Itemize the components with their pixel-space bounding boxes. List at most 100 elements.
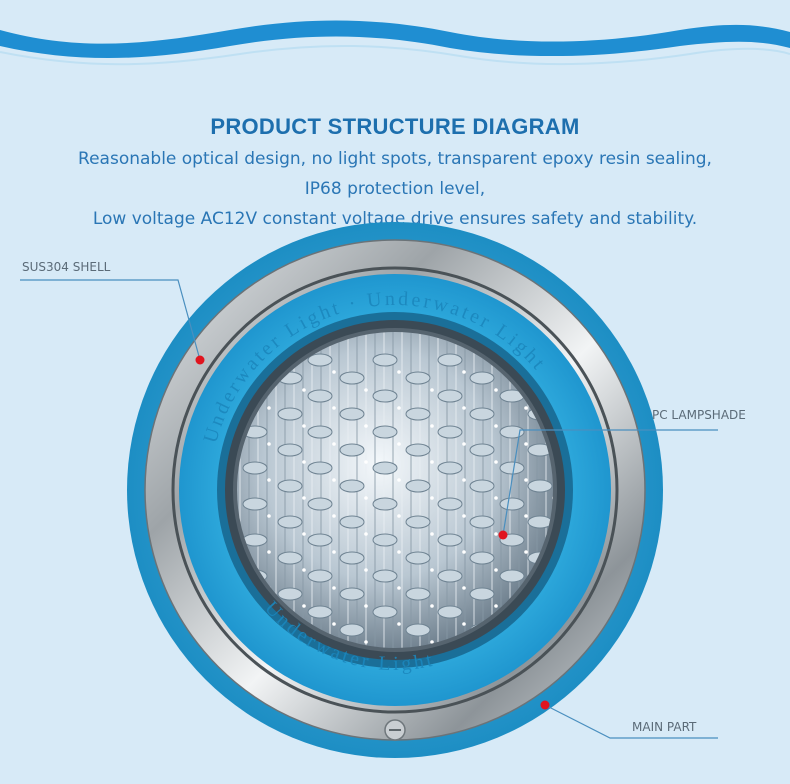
led-lens (277, 551, 303, 565)
main-part-marker (540, 700, 550, 710)
led-chip (397, 586, 401, 590)
led-lens (242, 461, 268, 475)
led-chip (397, 622, 401, 626)
led-chip (462, 478, 466, 482)
led-chip (430, 424, 434, 428)
led-chip (397, 478, 401, 482)
led-lens (437, 461, 463, 475)
led-chip (332, 478, 336, 482)
diagram-title: PRODUCT STRUCTURE DIAGRAM (210, 114, 580, 139)
led-chip (332, 406, 336, 410)
led-lens (277, 515, 303, 529)
led-chip (430, 568, 434, 572)
led-chip (332, 442, 336, 446)
led-lens (339, 551, 365, 565)
led-lens (469, 371, 495, 385)
led-chip (397, 370, 401, 374)
led-chip (430, 496, 434, 500)
led-chip (302, 496, 306, 500)
led-lens (527, 515, 553, 529)
led-lens (277, 479, 303, 493)
led-lens (405, 371, 431, 385)
led-lens (307, 605, 333, 619)
led-chip (302, 460, 306, 464)
led-chip (494, 460, 498, 464)
led-chip (430, 640, 434, 644)
led-lens (437, 569, 463, 583)
led-lens (469, 407, 495, 421)
led-lens (339, 407, 365, 421)
wave-header (0, 20, 790, 66)
led-chip (462, 406, 466, 410)
lampshade-leader-line (502, 429, 718, 536)
led-lens (499, 461, 525, 475)
led-chip (397, 550, 401, 554)
led-chip (462, 514, 466, 518)
led-lens (405, 443, 431, 457)
lampshade-marker (498, 530, 508, 540)
led-lens (307, 353, 333, 367)
led-chip (267, 550, 271, 554)
led-chip (430, 388, 434, 392)
shell-leader-line (20, 279, 201, 361)
led-chip (332, 550, 336, 554)
led-chip (462, 550, 466, 554)
led-lens (405, 407, 431, 421)
led-chip (302, 424, 306, 428)
led-lens (372, 533, 398, 547)
led-lens (437, 605, 463, 619)
led-lens (242, 533, 268, 547)
main-part-leader-line (544, 704, 718, 739)
led-chip (267, 442, 271, 446)
led-chip (364, 568, 368, 572)
led-lens (405, 587, 431, 601)
callout-pc-lampshade: PC LAMPSHADE (652, 408, 746, 422)
led-lens (437, 425, 463, 439)
led-lens (372, 461, 398, 475)
led-lens (339, 443, 365, 457)
led-chip (494, 604, 498, 608)
led-lens (527, 479, 553, 493)
description-line-2: IP68 protection level, (304, 179, 486, 199)
led-lens (339, 515, 365, 529)
led-lens (307, 389, 333, 403)
led-chip (494, 388, 498, 392)
led-chip (430, 460, 434, 464)
led-lens (307, 533, 333, 547)
led-lens (242, 497, 268, 511)
led-lens (499, 425, 525, 439)
led-lens (469, 515, 495, 529)
led-lens (372, 497, 398, 511)
led-chip (267, 514, 271, 518)
led-chip (430, 604, 434, 608)
callout-sus304-shell: SUS304 SHELL (22, 260, 111, 274)
led-chip (364, 640, 368, 644)
led-lens (437, 389, 463, 403)
led-lens (372, 425, 398, 439)
led-lens (307, 461, 333, 475)
led-chip (364, 496, 368, 500)
led-chip (462, 370, 466, 374)
led-chip (494, 532, 498, 536)
led-lens (277, 407, 303, 421)
led-lens (339, 623, 365, 637)
led-chip (462, 622, 466, 626)
led-chip (267, 406, 271, 410)
led-lens (499, 569, 525, 583)
led-lens (372, 605, 398, 619)
led-chip (364, 424, 368, 428)
led-chip (332, 370, 336, 374)
led-lens (405, 623, 431, 637)
led-chip (397, 442, 401, 446)
led-lens (277, 443, 303, 457)
led-lens (499, 497, 525, 511)
led-lens (405, 515, 431, 529)
led-lens (469, 551, 495, 565)
led-chip (430, 532, 434, 536)
led-lens (437, 497, 463, 511)
led-chip (397, 514, 401, 518)
led-chip (302, 388, 306, 392)
led-chip (524, 478, 528, 482)
led-chip (302, 604, 306, 608)
